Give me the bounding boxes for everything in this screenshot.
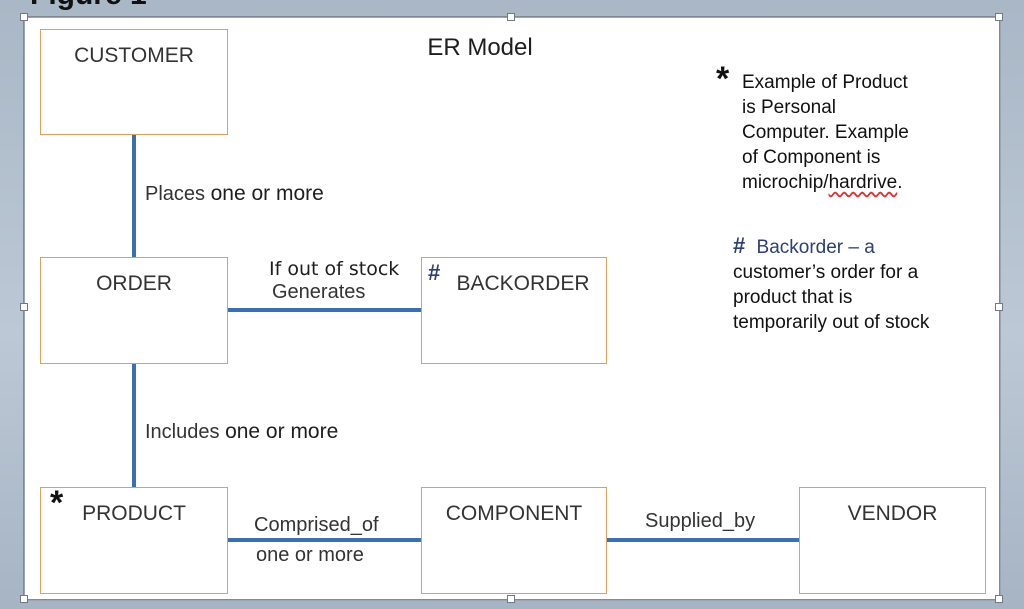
entity-vendor[interactable]: VENDOR — [799, 487, 986, 594]
spellcheck-flagged-word[interactable]: hardrive — [828, 172, 898, 193]
entity-label: ORDER — [96, 272, 172, 295]
note-line: Example of Product — [742, 72, 908, 93]
connector-order-product — [132, 364, 136, 488]
note-heading-line: # Backorder – a — [733, 233, 929, 260]
relationship-generates-label: If out of stock Generates — [269, 258, 399, 304]
backorder-definition-note: # Backorder – a customer’s order for a p… — [733, 233, 929, 335]
resize-handle-top-right[interactable] — [995, 13, 1003, 21]
resize-handle-middle-right[interactable] — [995, 303, 1003, 311]
resize-handle-middle-left[interactable] — [20, 303, 28, 311]
relationship-cardinality: one or more — [256, 544, 364, 566]
product-asterisk-marker: * — [50, 484, 64, 522]
resize-handle-bottom-left[interactable] — [20, 595, 28, 603]
connector-customer-order — [132, 135, 136, 258]
note-text: . — [897, 172, 903, 193]
figure-caption-fragment: Figure 1 — [30, 0, 147, 12]
relationship-includes-label: Includes one or more — [145, 420, 338, 444]
product-example-note: Example of Product is Personal Computer.… — [742, 70, 909, 195]
resize-handle-bottom-center[interactable] — [507, 595, 515, 603]
product-note-asterisk-marker: * — [716, 60, 730, 98]
relationship-cardinality: one or more — [225, 420, 339, 443]
entity-component[interactable]: COMPONENT — [421, 487, 607, 594]
entity-label: BACKORDER — [456, 272, 590, 295]
entity-customer[interactable]: CUSTOMER — [40, 29, 228, 135]
relationship-verb: Supplied_by — [645, 510, 756, 532]
resize-handle-top-center[interactable] — [507, 13, 515, 21]
connector-order-backorder — [228, 308, 421, 312]
backorder-note-hash-marker: # — [733, 233, 746, 258]
relationship-places-label: Places one or more — [145, 182, 324, 206]
note-line: Computer. Example — [742, 122, 909, 143]
relationship-cardinality: one or more — [210, 182, 324, 205]
connector-product-component — [228, 538, 421, 542]
backorder-hash-marker: # — [428, 260, 441, 285]
note-line: customer’s order for a — [733, 262, 919, 283]
relationship-condition: If out of stock — [269, 258, 400, 280]
entity-backorder[interactable]: BACKORDER — [421, 257, 607, 364]
note-line: microchip/hardrive. — [742, 170, 909, 195]
note-heading: Backorder – a — [756, 237, 875, 258]
note-line: of Component is — [742, 147, 881, 168]
entity-label: CUSTOMER — [74, 44, 194, 67]
note-line: product that is — [733, 287, 853, 308]
relationship-verb: Generates — [272, 281, 366, 303]
relationship-verb: Includes — [145, 421, 220, 443]
diagram-title: ER Model — [427, 34, 533, 61]
resize-handle-top-left[interactable] — [20, 13, 28, 21]
entity-product[interactable]: PRODUCT — [40, 487, 228, 594]
entity-order[interactable]: ORDER — [40, 257, 228, 364]
entity-label: COMPONENT — [445, 502, 583, 525]
entity-label: PRODUCT — [82, 502, 186, 525]
note-text: microchip/ — [742, 172, 829, 193]
resize-handle-bottom-right[interactable] — [995, 595, 1003, 603]
note-line: temporarily out of stock — [733, 312, 930, 333]
relationship-verb: Places — [145, 183, 206, 205]
relationship-verb: Comprised_of — [254, 514, 379, 536]
entity-label: VENDOR — [847, 502, 938, 525]
connector-component-vendor — [607, 538, 800, 542]
relationship-supplied-by-label: Supplied_by — [645, 510, 755, 533]
relationship-comprised-of-label: Comprised_of one or more — [254, 510, 379, 570]
note-line: is Personal — [742, 97, 836, 118]
